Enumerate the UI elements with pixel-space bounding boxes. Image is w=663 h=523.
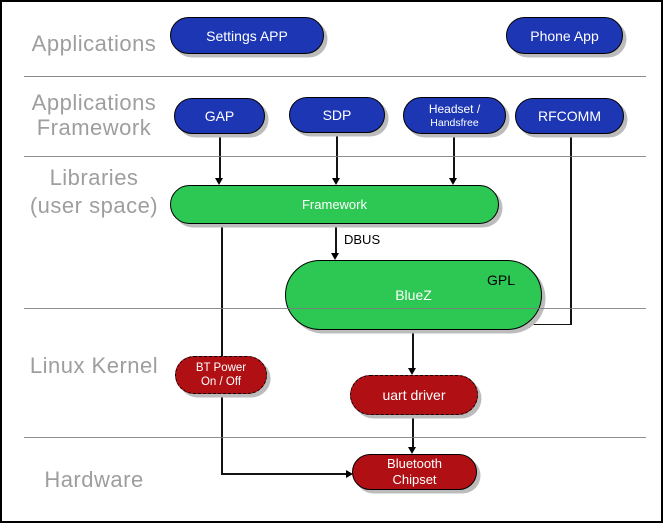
node-label: GAP: [204, 108, 235, 124]
node-label: Phone App: [530, 27, 599, 44]
node-label: SDP: [322, 107, 352, 123]
node-bluez: GPL BlueZ: [285, 260, 542, 330]
node-bluetooth-chipset: Bluetooth Chipset: [352, 454, 477, 490]
layer-label-line: (user space): [29, 193, 159, 218]
layer-label-line: Framework: [36, 115, 152, 140]
node-label: Chipset: [392, 472, 437, 487]
arrowhead-down-icon: [332, 178, 340, 185]
arrowhead-down-icon: [215, 178, 223, 185]
node-settings-app: Settings APP: [170, 17, 324, 54]
layer-separator-applications: [24, 76, 646, 77]
node-label: Settings APP: [206, 27, 288, 44]
node-label: BT Power: [195, 362, 247, 374]
layer-label-linux-kernel: Linux Kernel: [29, 353, 159, 378]
layer-label-libraries: Libraries (user space): [10, 164, 178, 220]
node-uart-driver: uart driver: [350, 375, 478, 415]
layer-separator-kernel-hardware: [24, 437, 646, 438]
layer-label-hardware: Hardware: [44, 467, 144, 492]
edge-uart-to-chipset: [412, 415, 414, 448]
arrowhead-down-icon: [408, 447, 416, 454]
layer-label-line: Applications: [31, 90, 157, 115]
edge-rfcomm-to-bluez-horizontal: [530, 323, 571, 325]
layer-label-applications: Applications: [31, 31, 157, 56]
edge-gap-to-framework: [219, 135, 221, 179]
node-headset-handsfree: Headset / Handsfree: [403, 97, 506, 134]
node-label: Headset /: [428, 101, 481, 116]
layer-separator-userspace-kernel: [24, 308, 646, 309]
arrowhead-down-icon: [331, 253, 339, 260]
layer-label-applications-framework: Applications Framework: [10, 90, 178, 140]
node-framework: Framework: [170, 185, 499, 224]
node-label: Framework: [301, 197, 367, 212]
arrowhead-right-icon: [346, 470, 353, 478]
node-label: BlueZ: [395, 287, 432, 303]
edge-framework-to-chipset-vertical: [221, 224, 223, 474]
node-label: Bluetooth: [387, 456, 442, 471]
node-label: RFCOMM: [538, 108, 601, 124]
node-sdp: SDP: [289, 97, 385, 133]
edge-framework-to-bluez-dbus: [335, 224, 337, 254]
node-bt-power-on-off: BT Power On / Off: [175, 356, 267, 394]
node-gap: GAP: [174, 98, 265, 134]
edge-rfcomm-to-bluez-vertical: [570, 134, 572, 325]
arrowhead-down-icon: [449, 178, 457, 185]
edge-framework-to-chipset-horizontal: [221, 473, 347, 475]
arrowhead-down-icon: [408, 368, 416, 375]
node-label: Handsfree: [430, 116, 479, 129]
edge-bluez-to-uart: [412, 330, 414, 369]
layer-separator-framework: [24, 156, 646, 157]
node-phone-app: Phone App: [506, 17, 623, 54]
node-label: uart driver: [382, 387, 446, 403]
node-label: On / Off: [200, 376, 242, 388]
gpl-badge: GPL: [486, 272, 515, 288]
layer-label-line: Libraries: [49, 165, 139, 190]
edge-label-dbus: DBUS: [344, 232, 381, 247]
node-rfcomm: RFCOMM: [515, 98, 624, 134]
